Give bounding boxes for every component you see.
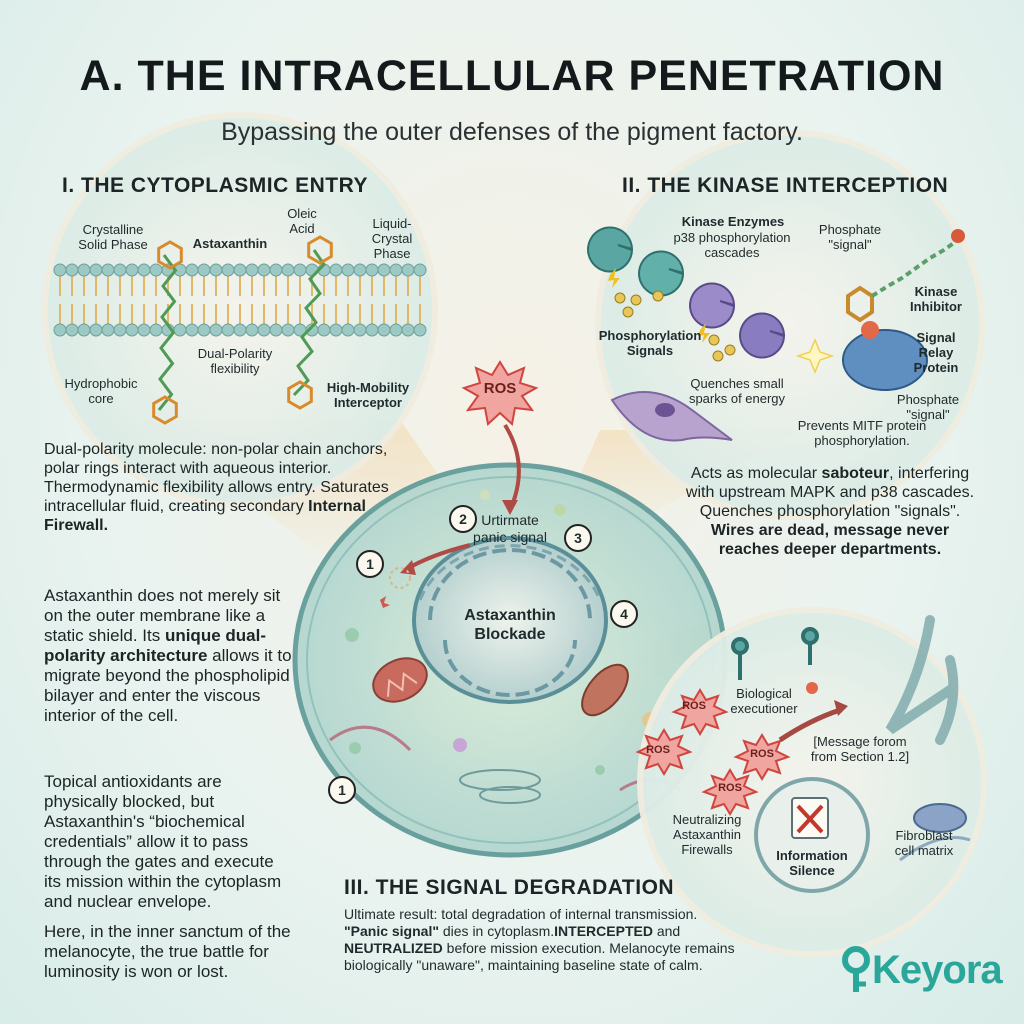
- label-p38: p38 phosphorylation cascades: [673, 230, 791, 260]
- ros-burst: [461, 360, 539, 426]
- key-icon: [842, 946, 870, 992]
- label-message: [Message forom from Section 1.2]: [810, 734, 910, 764]
- step-marker-4: 4: [610, 600, 638, 628]
- left-paragraph-1: Astaxanthin does not merely sit on the o…: [44, 586, 292, 725]
- section-2-description: Acts as molecular saboteur, interfering …: [685, 465, 975, 558]
- step-marker-1b: 1: [328, 776, 356, 804]
- mitochondrion: [372, 657, 428, 703]
- nucleus: [412, 536, 608, 704]
- label-oleic-acid: Oleic Acid: [287, 206, 317, 236]
- label-information-silence: Information Silence: [776, 848, 848, 878]
- label-neutralizing: Neutralizing Astaxanthin Firewalls: [672, 812, 742, 857]
- page-title: A. THE INTRACELLULAR PENETRATION: [79, 52, 945, 100]
- step-marker-3: 3: [564, 524, 592, 552]
- brand-logo-text: Keyora: [872, 948, 1003, 992]
- degradation-inset: [635, 607, 987, 957]
- brand-logo: Keyora: [838, 942, 1008, 1002]
- page-subtitle: Bypassing the outer defenses of the pigm…: [221, 118, 803, 146]
- label-crystalline: Crystalline Solid Phase: [78, 222, 148, 252]
- step-marker-1: 1: [356, 550, 384, 578]
- membrane-inset: [42, 112, 438, 508]
- section-3-title: III. THE SIGNAL DEGRADATION: [344, 876, 675, 899]
- ros-label-2: ROS: [646, 744, 670, 756]
- kinase-enzyme: [739, 312, 786, 359]
- panic-signal-label: Urtirmate panic signal: [473, 512, 547, 545]
- kinase-enzyme: [638, 250, 685, 297]
- label-astaxanthin: Astaxanthin: [192, 236, 268, 251]
- label-high-mobility: High-Mobility Interceptor: [326, 380, 410, 410]
- mitochondrion: [581, 663, 629, 717]
- ros-burst-small: [635, 688, 791, 816]
- label-kinase-inhibitor: Kinase Inhibitor: [910, 284, 962, 314]
- section-1-description: Dual-polarity molecule: non-polar chain …: [44, 441, 389, 534]
- label-phosphate-top: Phosphate "signal": [818, 222, 882, 252]
- ros-label: ROS: [483, 380, 517, 397]
- blockade-label: Astaxanthin Blockade: [464, 607, 556, 643]
- kinase-enzyme: [689, 282, 736, 329]
- ros-label-4: ROS: [718, 782, 742, 794]
- label-phosphate-bottom: Phosphate "signal": [896, 392, 960, 422]
- label-prevents-mitf: Prevents MITF protein phosphorylation.: [797, 418, 927, 448]
- kinase-enzyme: [587, 226, 634, 273]
- label-phospho-signals: Phosphorylation Signals: [598, 328, 702, 358]
- label-kinase-enzymes: Kinase Enzymes: [681, 214, 785, 229]
- step-marker-2: 2: [449, 505, 477, 533]
- section-3-description: Ultimate result: total degradation of in…: [344, 906, 735, 973]
- label-hydrophobic-core: Hydrophobic core: [64, 376, 138, 406]
- signal-relay-protein: [842, 329, 928, 391]
- label-quenches: Quenches small sparks of energy: [688, 376, 786, 406]
- label-signal-relay: Signal Relay Protein: [913, 330, 959, 375]
- ros-label-3: ROS: [750, 748, 774, 760]
- left-paragraph-3: Here, in the inner sanctum of the melano…: [44, 922, 291, 981]
- ros-label-1: ROS: [682, 700, 706, 712]
- left-paragraph-2: Topical antioxidants are physically bloc…: [44, 772, 282, 911]
- section-2-title: II. THE KINASE INTERCEPTION: [622, 174, 949, 197]
- label-biological-executioner: Biological executioner: [730, 686, 798, 716]
- label-liquid-crystal: Liquid-Crystal Phase: [371, 216, 413, 261]
- kinase-inset: [587, 130, 985, 520]
- label-fibroblast: Fibroblast cell matrix: [894, 828, 954, 858]
- label-dual-polarity: Dual-Polarity flexibility: [197, 346, 273, 376]
- melanocyte-cell: [610, 391, 733, 442]
- cell-diagram: [292, 462, 728, 858]
- section-1-title: I. THE CYTOPLASMIC ENTRY: [62, 174, 369, 197]
